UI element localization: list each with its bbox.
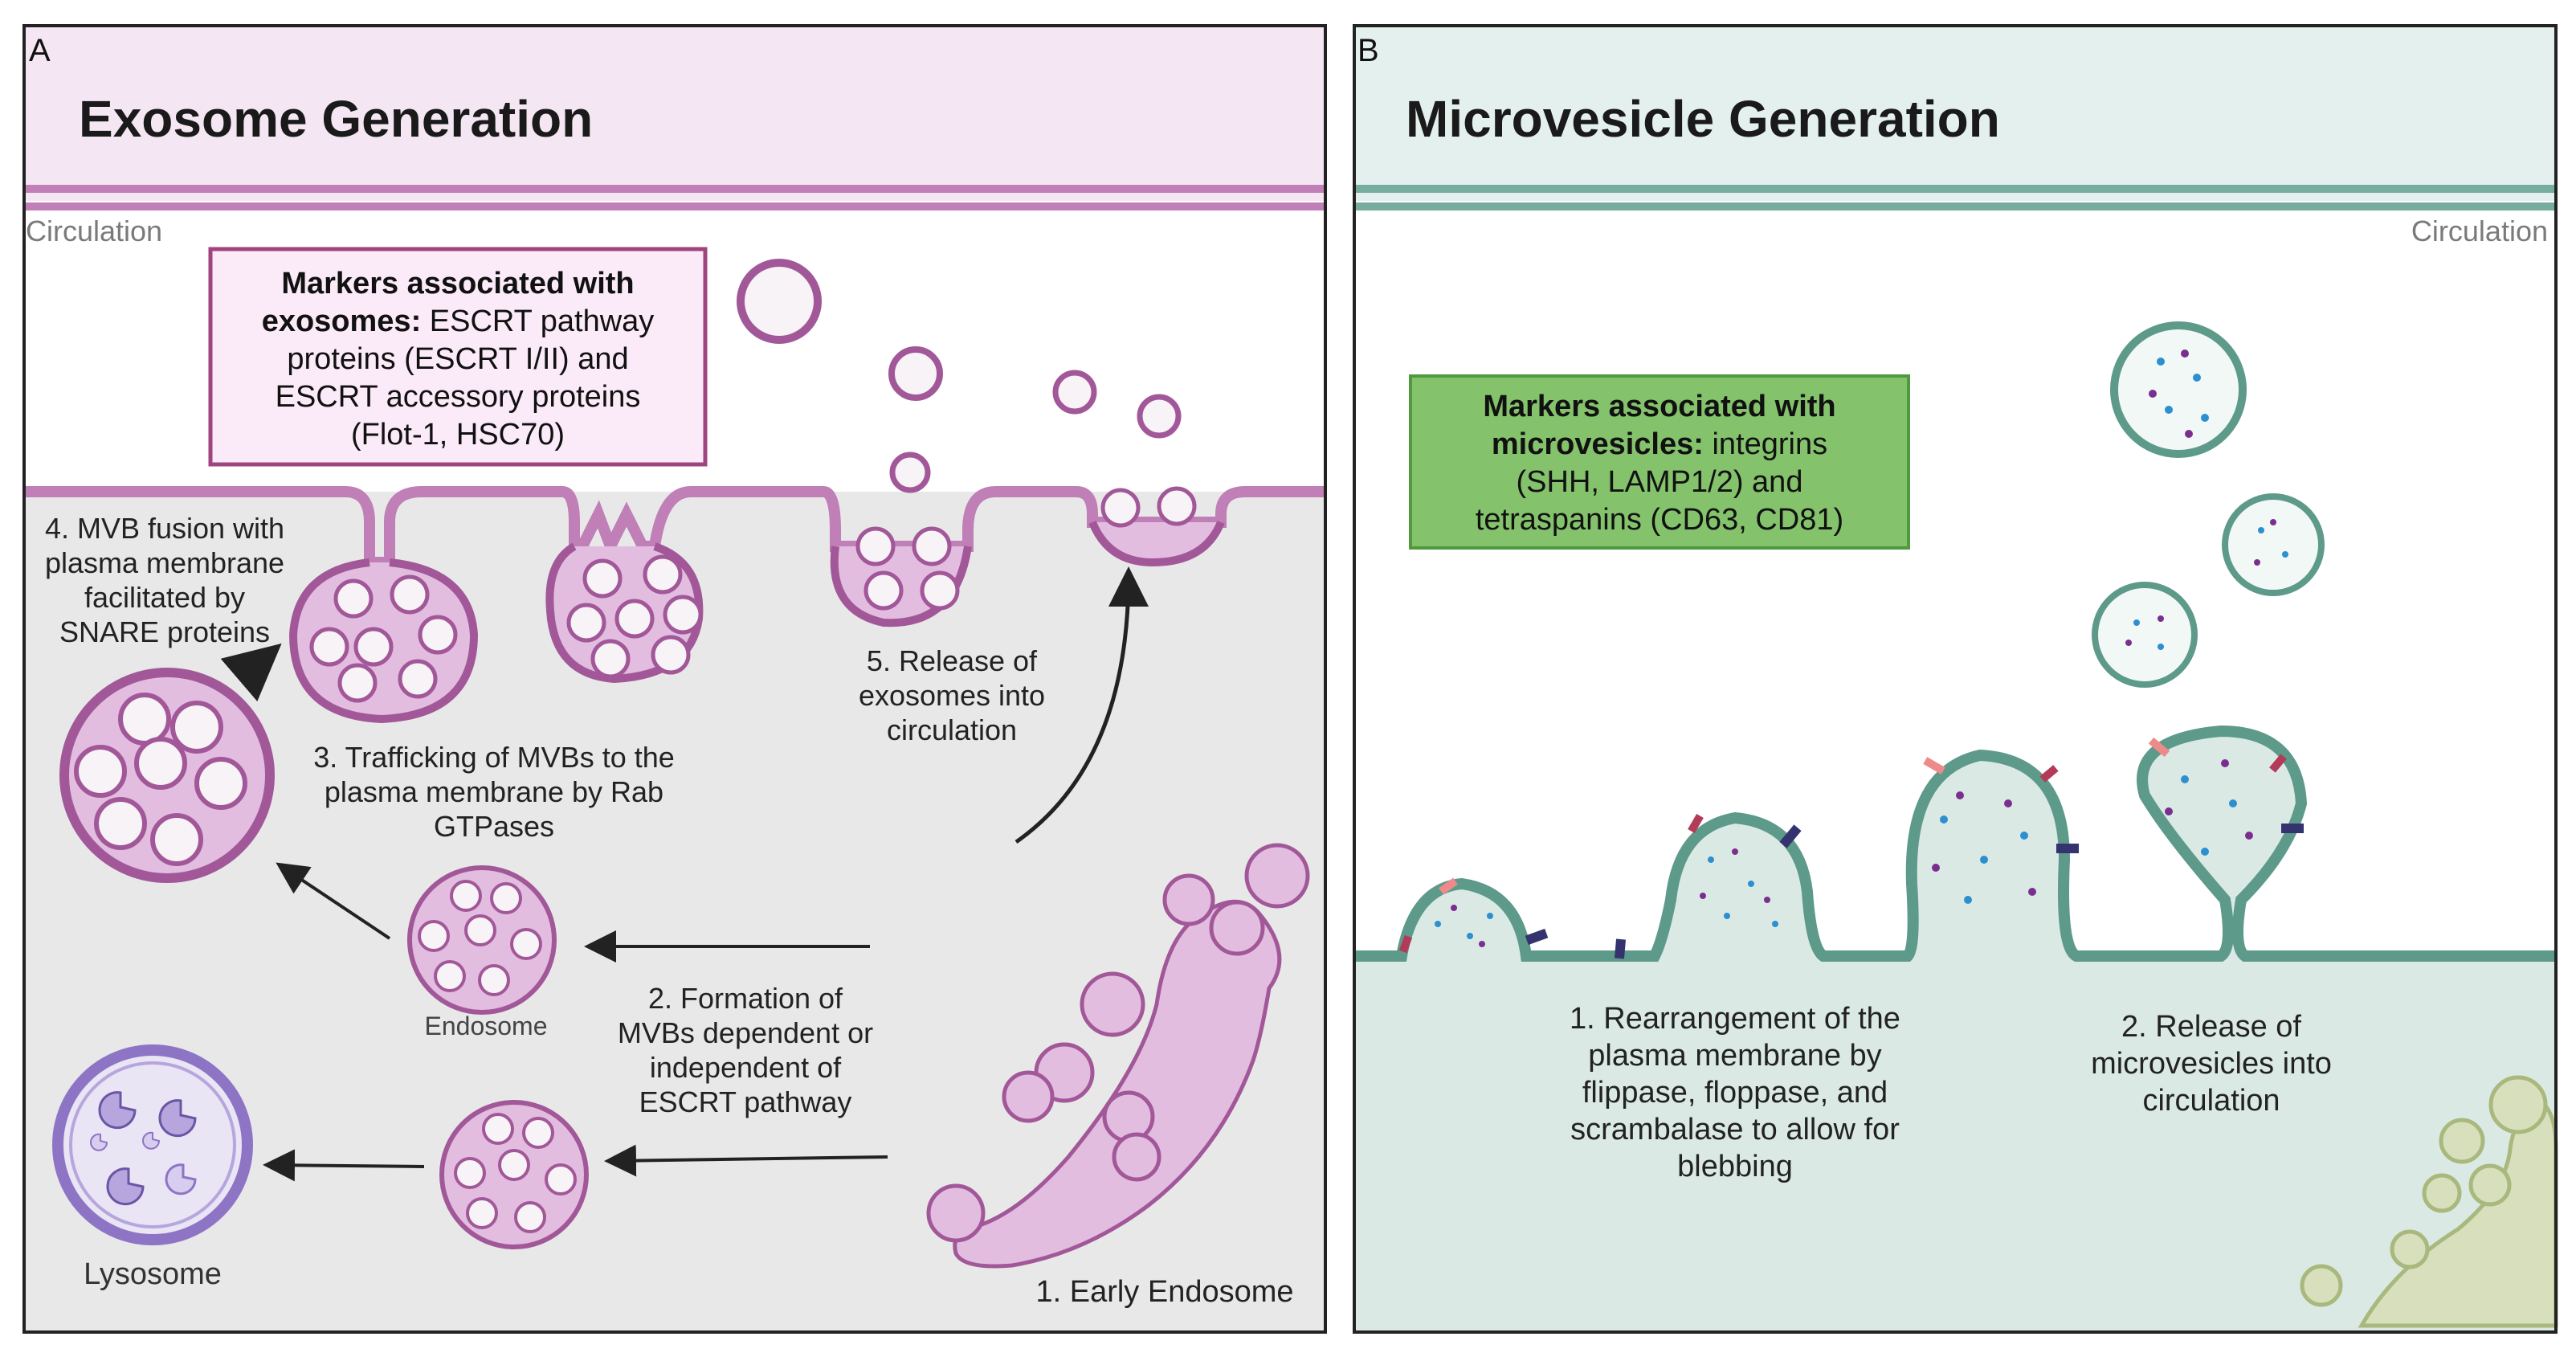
svg-text:flippase, floppase, and: flippase, floppase, and — [1582, 1076, 1888, 1110]
microvesicle-step1-label: 1. Rearrangement of the plasma membrane … — [1570, 1002, 1900, 1183]
svg-text:blebbing: blebbing — [1677, 1150, 1793, 1183]
bleb-contents — [1435, 759, 2253, 947]
svg-text:GTPases: GTPases — [434, 810, 554, 843]
panel-b-header-stripe — [1354, 202, 2556, 210]
endosome-mvb — [407, 865, 557, 1015]
mvb-fusing-1 — [288, 558, 479, 724]
exosome — [737, 259, 822, 344]
panel-b-border — [1353, 24, 2558, 1334]
exosome-markers-line: proteins (ESCRT I/II) and — [287, 342, 628, 376]
svg-text:microvesicles into: microvesicles into — [2091, 1047, 2332, 1081]
exosome-markers-line: Markers associated with — [281, 267, 634, 300]
membrane-proteins — [1398, 737, 2304, 959]
mvb-trafficking — [59, 668, 275, 883]
svg-text:5. Release of: 5. Release of — [867, 644, 1038, 677]
svg-text:MVBs dependent or: MVBs dependent or — [618, 1016, 873, 1049]
arrow-formation-lower — [604, 1144, 888, 1177]
svg-text:plasma membrane by: plasma membrane by — [1588, 1039, 1881, 1073]
panel-a-border — [22, 24, 1327, 1334]
panel-b: B Microvesicle Generation Circulation Ma… — [1354, 26, 2558, 1332]
exosome — [889, 452, 931, 493]
panel-a-header-stripe — [24, 202, 1325, 210]
panel-b-circulation-label: Circulation — [2411, 215, 2548, 247]
panel-b-cytoplasm — [1354, 956, 2556, 1332]
microvesicle-markers-line: microvesicles: integrins — [1492, 427, 1827, 461]
exosome-markers-line: ESCRT accessory proteins — [276, 380, 641, 414]
panel-b-title: Microvesicle Generation — [1406, 90, 2000, 148]
svg-text:exosomes into: exosomes into — [859, 679, 1045, 712]
svg-text:3. Trafficking of MVBs to the: 3. Trafficking of MVBs to the — [313, 741, 675, 774]
step4-label: 4. MVB fusion with plasma membrane facil… — [45, 512, 284, 648]
exosome — [1137, 394, 1182, 439]
svg-text:1. Rearrangement of the: 1. Rearrangement of the — [1570, 1002, 1900, 1036]
exosome-markers-line: (Flot-1, HSC70) — [351, 418, 565, 452]
arrow-to-lysosome — [263, 1149, 425, 1182]
svg-text:4. MVB fusion with: 4. MVB fusion with — [45, 512, 284, 545]
panel-a-header-stripe — [24, 185, 1325, 193]
released-exosomes — [737, 259, 1182, 493]
svg-text:circulation: circulation — [2142, 1084, 2280, 1118]
lysosome — [52, 1044, 253, 1245]
panel-b-header-stripe — [1354, 185, 2556, 193]
svg-text:plasma membrane: plasma membrane — [45, 546, 284, 579]
mvb-releasing — [1088, 486, 1225, 567]
svg-text:2. Release of: 2. Release of — [2121, 1010, 2301, 1044]
arrow-trafficking — [276, 862, 391, 940]
step2-label: 2. Formation of MVBs dependent or indepe… — [618, 982, 873, 1118]
svg-text:2. Formation of: 2. Formation of — [648, 982, 843, 1015]
step3-label: 3. Trafficking of MVBs to the plasma mem… — [313, 741, 675, 843]
exosome — [1052, 370, 1097, 415]
microvesicle-markers-line: (SHH, LAMP1/2) and — [1517, 465, 1803, 499]
panel-b-header-bg — [1354, 26, 2556, 201]
released-microvesicles — [2092, 321, 2325, 688]
microvesicle-markers-line: Markers associated with — [1483, 390, 1835, 423]
svg-text:facilitated by: facilitated by — [84, 581, 245, 614]
endosome-label: Endosome — [425, 1012, 548, 1040]
microvesicle-step2-label: 2. Release of microvesicles into circula… — [2091, 1010, 2332, 1118]
panel-a-circulation-label: Circulation — [26, 215, 162, 247]
panel-a-plasma-membrane — [24, 486, 1325, 568]
panel-a-title: Exosome Generation — [79, 90, 593, 148]
svg-text:ESCRT pathway: ESCRT pathway — [639, 1085, 852, 1118]
microvesicle — [2222, 493, 2325, 596]
svg-text:SNARE proteins: SNARE proteins — [59, 615, 270, 648]
exosome — [888, 346, 943, 401]
mvb-opening — [830, 526, 972, 627]
lower-mvb — [439, 1100, 589, 1249]
microvesicle — [2110, 321, 2247, 458]
arrow-release — [1014, 566, 1149, 844]
svg-text:circulation: circulation — [887, 713, 1017, 746]
panel-b-letter: B — [1357, 33, 1379, 68]
step5-label: 5. Release of exosomes into circulation — [859, 644, 1045, 746]
panel-a-letter: A — [29, 33, 51, 68]
panel-b-endosome — [2300, 1075, 2558, 1328]
svg-text:independent of: independent of — [650, 1051, 842, 1084]
mvb-fusing-2 — [545, 542, 704, 684]
microvesicle — [2092, 582, 2198, 688]
early-endosome-label: 1. Early Endosome — [1035, 1275, 1293, 1309]
microvesicle-markers-box: Markers associated with microvesicles: i… — [1409, 374, 1910, 550]
exosome-markers-box: Markers associated with exosomes: ESCRT … — [208, 247, 708, 467]
panel-b-plasma-membrane — [1354, 725, 2556, 962]
panel-a-header-bg — [24, 26, 1325, 201]
svg-text:plasma membrane by Rab: plasma membrane by Rab — [325, 775, 663, 808]
panel-a: A Exosome Generation Circulation — [24, 26, 1325, 1332]
arrow-fusion — [220, 643, 282, 702]
early-endosome — [926, 843, 1310, 1269]
lysosome-label: Lysosome — [84, 1257, 222, 1291]
svg-text:scrambalase to allow for: scrambalase to allow for — [1570, 1113, 1900, 1147]
exosome-markers-line: exosomes: ESCRT pathway — [262, 305, 655, 338]
microvesicle-markers-line: tetraspanins (CD63, CD81) — [1476, 503, 1843, 537]
